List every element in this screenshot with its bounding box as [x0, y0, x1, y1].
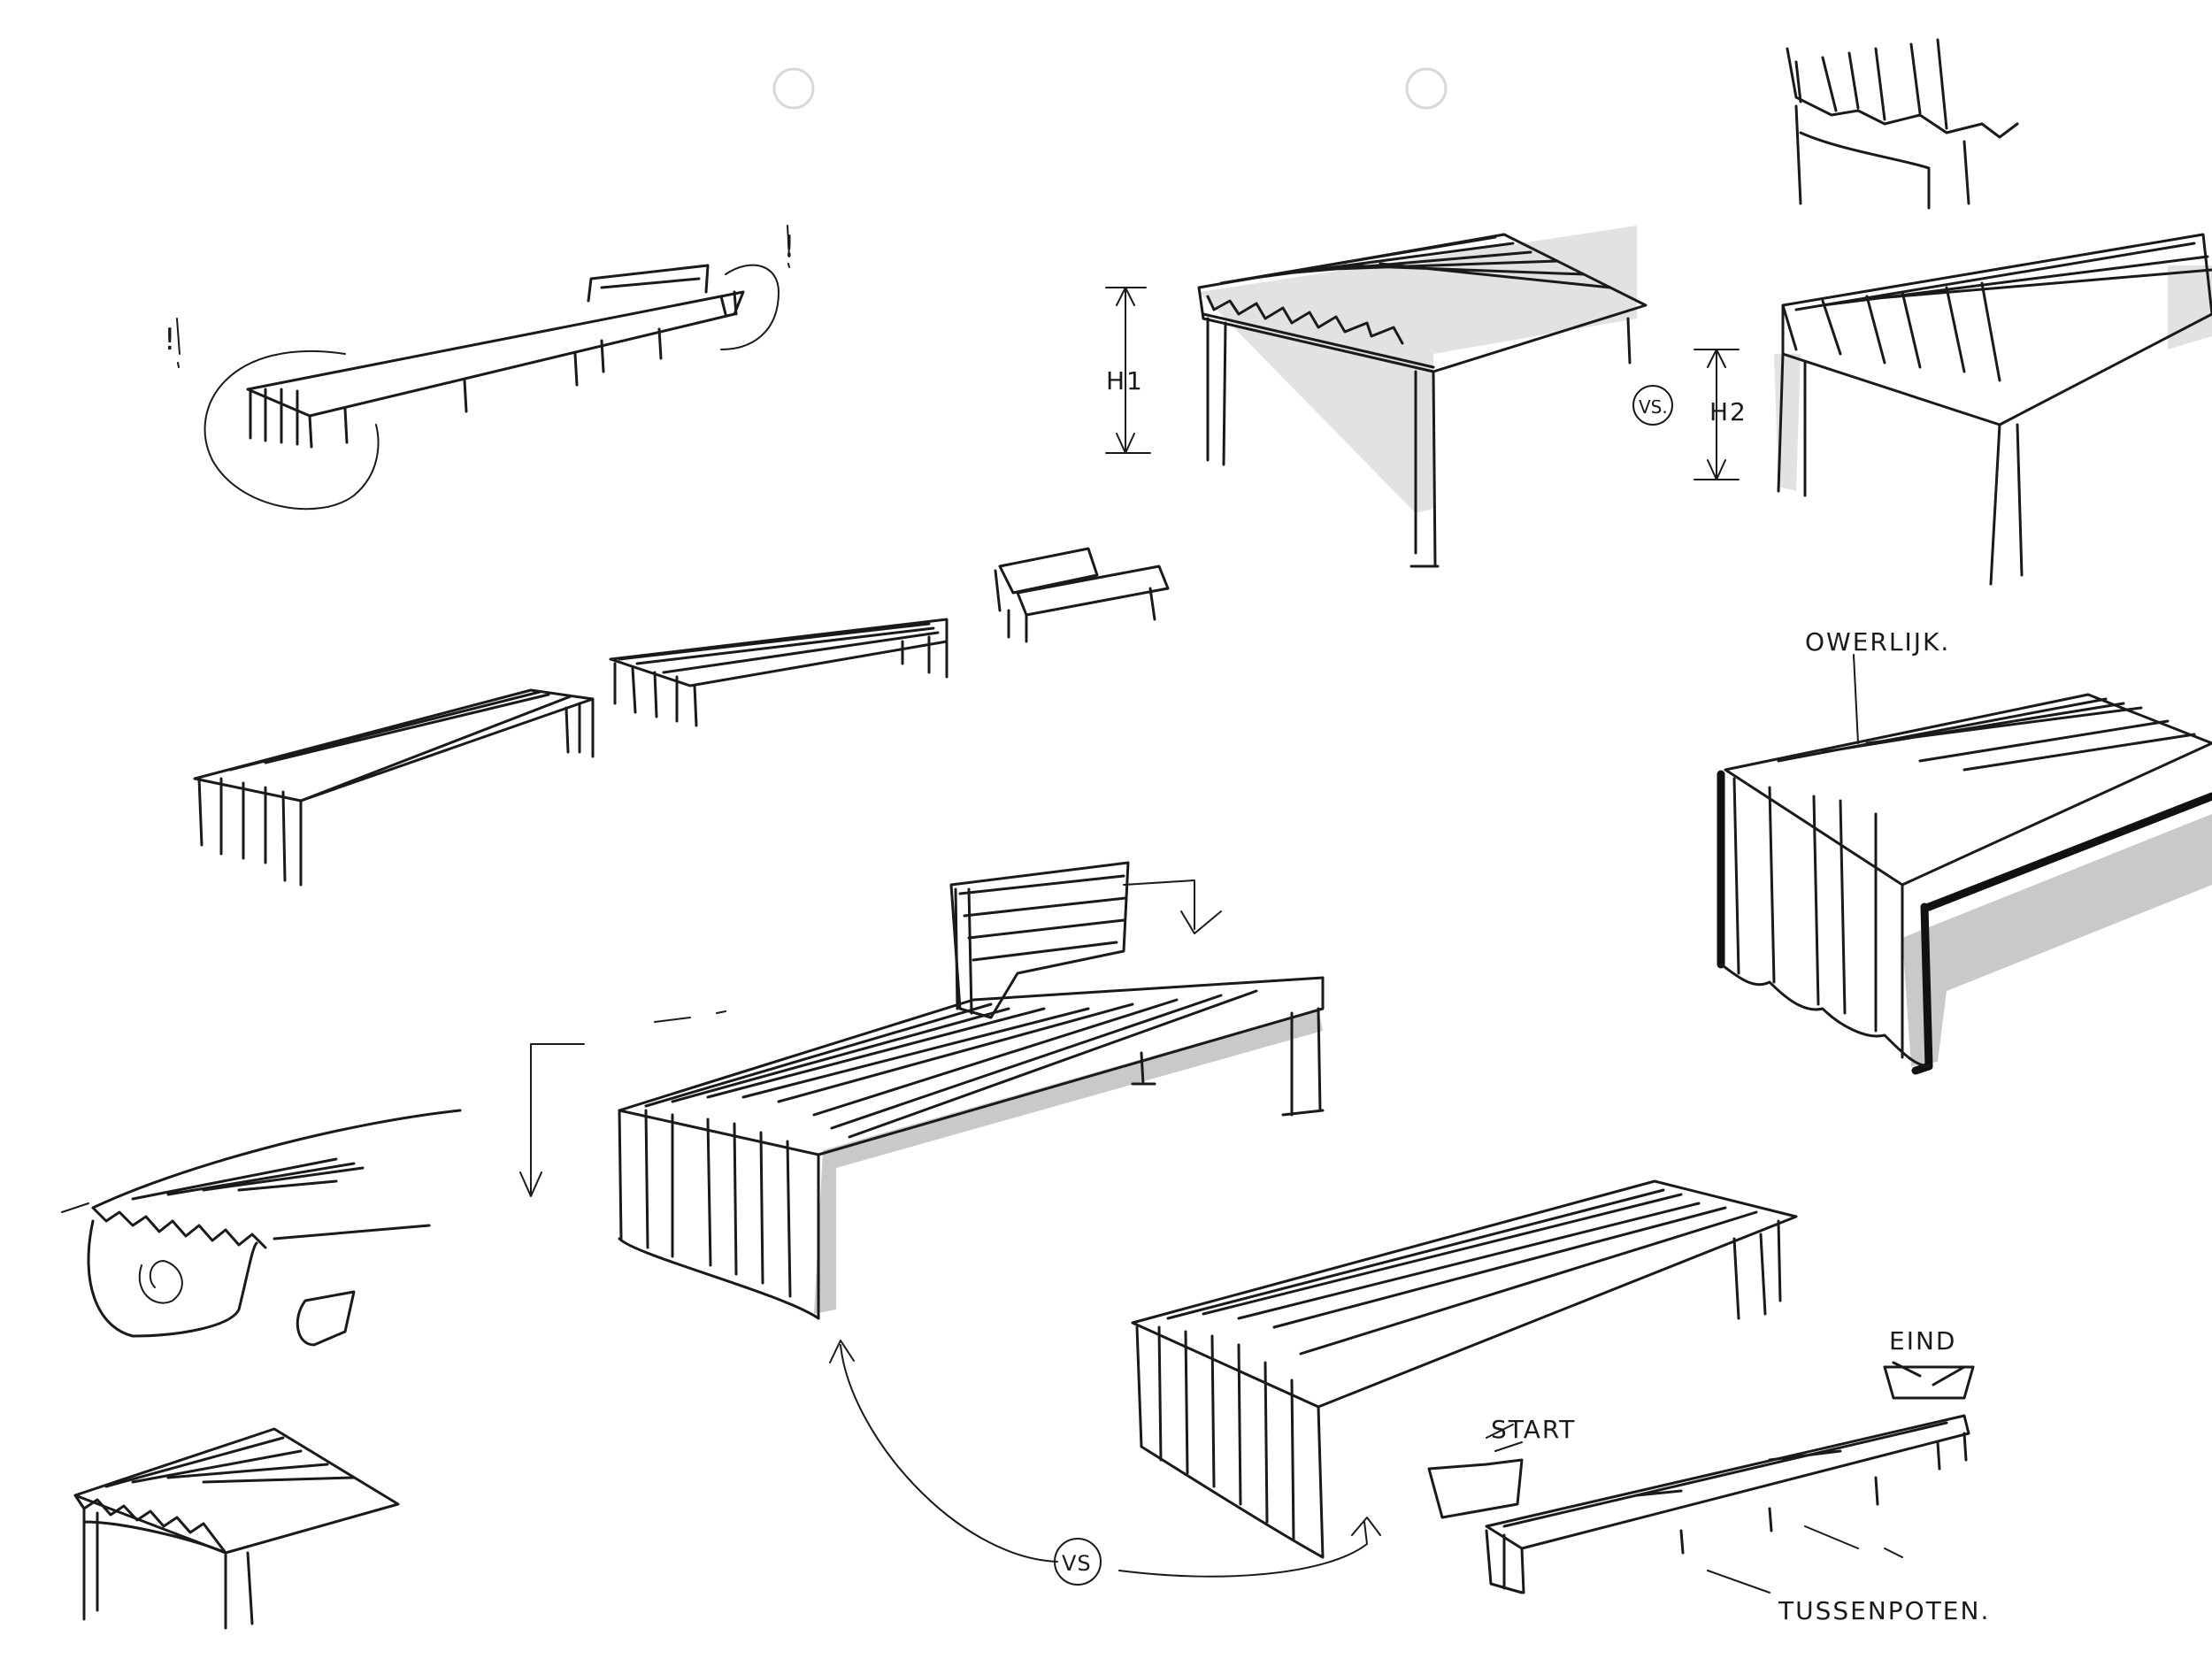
sketch-tussenpoten-bench: START EIND TUSSENPOTEN.	[1427, 1326, 1990, 1625]
sketch-main-bench-backrest	[519, 861, 1325, 1320]
label-vs-bottom: VS	[1062, 1551, 1092, 1576]
label-tussenpoten: TUSSENPOTEN.	[1778, 1596, 1990, 1625]
sketch-corrugated-table	[73, 1427, 400, 1630]
sketch-bench-h2: VS. H2	[1632, 233, 2212, 586]
sketch-small-bench-b	[609, 618, 949, 727]
label-eind: EIND	[1889, 1326, 1956, 1356]
exclaim-left: !	[164, 322, 178, 357]
sketch-vs-comparison-arrow: VS	[829, 1340, 1381, 1586]
punch-holes	[772, 67, 1448, 110]
sketch-overlap-detail: OWERLIJK.	[1717, 627, 2212, 1075]
sketch-log-bench	[61, 1109, 462, 1347]
exclaim-right: !	[783, 229, 797, 265]
sketch-top-right-bench	[1786, 38, 2019, 210]
sketch-bench-h1: H1	[1105, 226, 1647, 568]
label-start: START	[1491, 1415, 1576, 1444]
sketch-small-bench-a	[193, 688, 595, 887]
sketch-long-bench-backrest: ! !	[164, 225, 797, 511]
label-h1: H1	[1106, 366, 1144, 396]
label-vs-top: VS.	[1639, 396, 1668, 418]
label-overlap: OWERLIJK.	[1805, 627, 1950, 657]
sketch-long-bench-bottom	[1131, 1179, 1798, 1559]
label-h2: H2	[1709, 397, 1747, 426]
sketch-small-chair	[994, 547, 1170, 643]
